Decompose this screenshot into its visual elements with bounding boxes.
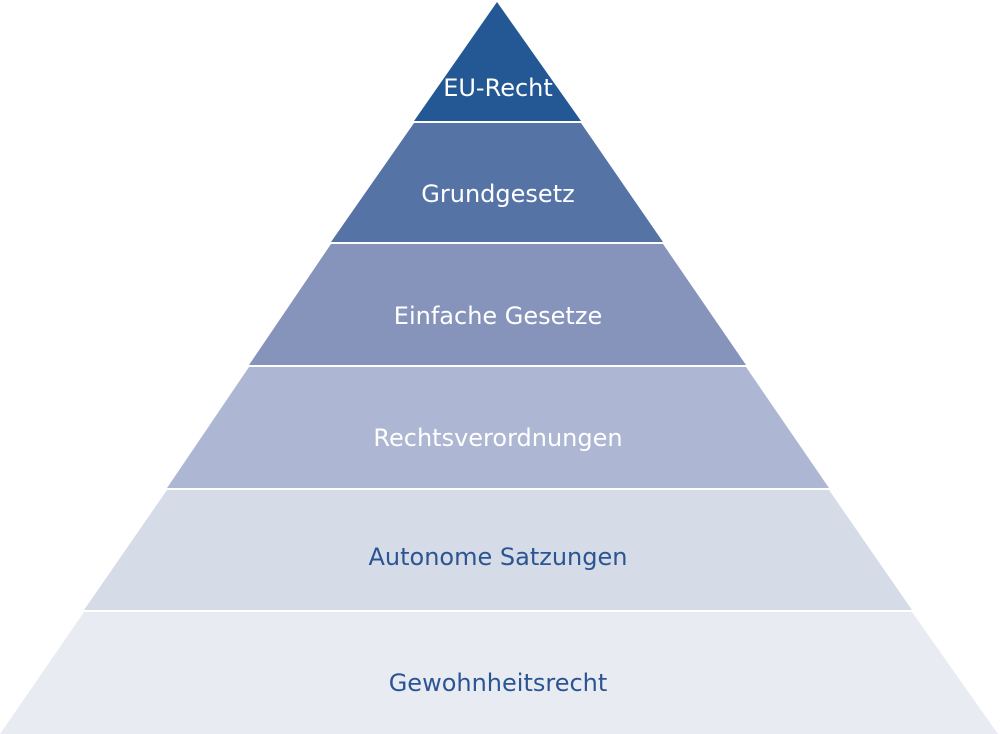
tier-grundgesetz: Grundgesetz <box>331 123 663 242</box>
tier-grundgesetz-shape <box>331 123 663 242</box>
tier-rechtsverordnungen-shape <box>167 367 829 488</box>
tier-autonome-satzungen: Autonome Satzungen <box>84 490 912 610</box>
tier-rechtsverordnungen-label: Rechtsverordnungen <box>373 424 622 452</box>
tier-eu-recht-label: EU-Recht <box>443 74 553 102</box>
tier-gewohnheitsrecht-label: Gewohnheitsrecht <box>389 669 608 697</box>
tier-autonome-satzungen-shape <box>84 490 912 610</box>
tier-autonome-satzungen-label: Autonome Satzungen <box>369 543 628 571</box>
tier-einfache-gesetze: Einfache Gesetze <box>249 244 746 365</box>
tier-rechtsverordnungen: Rechtsverordnungen <box>167 367 829 488</box>
tier-eu-recht: EU-Recht <box>414 2 581 121</box>
tier-grundgesetz-label: Grundgesetz <box>421 180 574 208</box>
tier-gewohnheitsrecht: Gewohnheitsrecht <box>0 612 998 734</box>
tier-eu-recht-shape <box>414 2 581 121</box>
tier-gewohnheitsrecht-shape <box>0 612 998 734</box>
tier-einfache-gesetze-shape <box>249 244 746 365</box>
tier-einfache-gesetze-label: Einfache Gesetze <box>394 302 602 330</box>
